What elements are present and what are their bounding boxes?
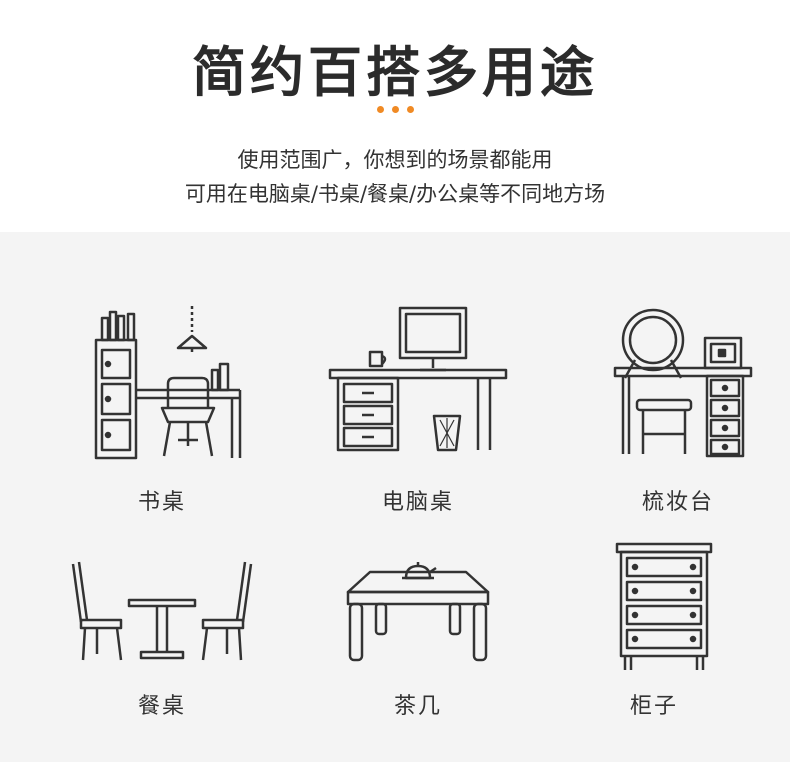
usage-item-desk [62, 304, 262, 464]
dressing-table-icon [613, 308, 753, 458]
coffee-table-icon [346, 562, 490, 662]
page-title: 简约百搭多用途 [192, 41, 598, 104]
computer-desk-icon [328, 306, 508, 452]
subtitle-line-1: 使用范围广，你想到的场景都能用 [237, 148, 553, 172]
dining-table-icon [71, 561, 253, 661]
usage-label-computer-desk: 电脑桌 [381, 490, 454, 515]
cabinet-icon [615, 542, 713, 670]
usage-label-cabinet: 柜子 [629, 694, 678, 719]
usage-label-dining-table: 餐桌 [137, 694, 186, 719]
usage-label-desk: 书桌 [137, 490, 186, 515]
desk-with-shelf-icon [94, 306, 242, 460]
header: 简约百搭多用途 使用范围广，你想到的场景都能用 可用在电脑桌/书桌/餐桌/办公桌… [0, 0, 790, 232]
usage-item-dining-table [62, 550, 262, 666]
dot-icon [406, 106, 414, 113]
subtitle-line-2: 可用在电脑桌/书桌/餐桌/办公桌等不同地方场 [184, 182, 606, 206]
usage-item-dressing-table [578, 304, 778, 464]
dot-icon [376, 106, 384, 113]
usage-label-coffee-table: 茶几 [393, 694, 442, 719]
dot-icon [391, 106, 399, 113]
dot-divider [0, 106, 790, 113]
usage-item-computer-desk [318, 304, 518, 464]
usage-label-dressing-table: 梳妆台 [641, 490, 714, 515]
usage-item-cabinet [568, 540, 768, 672]
usage-item-coffee-table [318, 550, 518, 666]
usage-grid: 书桌 电脑桌 [0, 232, 790, 762]
